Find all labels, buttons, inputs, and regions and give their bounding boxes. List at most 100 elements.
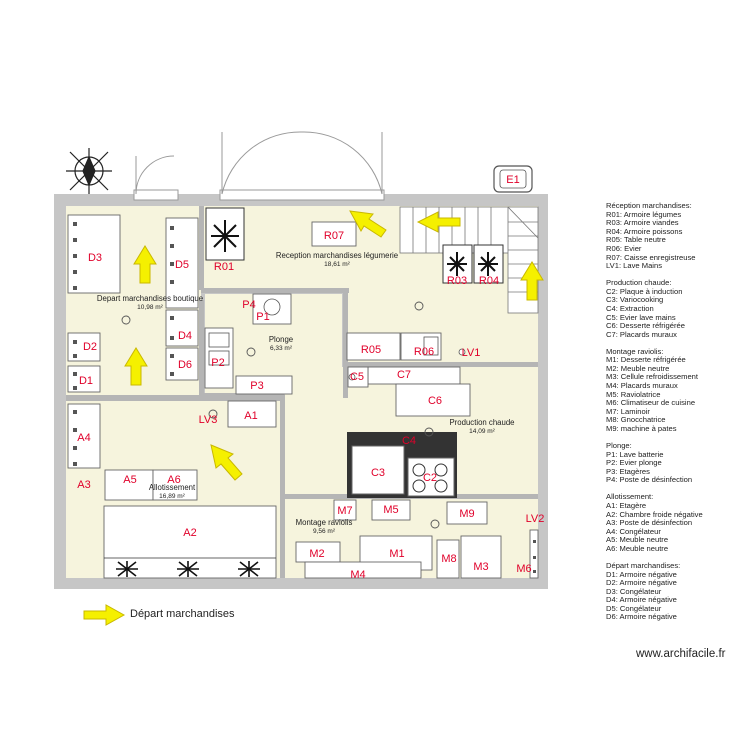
code-a5: A5 [123, 474, 136, 486]
legend-item: D5: Congélateur [606, 603, 662, 613]
legend-item: M6: Climatiseur de cuisine [606, 398, 696, 408]
code-d4: D4 [178, 330, 192, 342]
legend-item: D6: Armoire négative [606, 612, 677, 622]
code-m7: M7 [337, 505, 352, 517]
m8-box [436, 539, 460, 579]
a1-box [227, 400, 277, 428]
legend-item: R04: Armoire poissons [606, 226, 683, 236]
legend-item: M8: Gnocchatrice [606, 415, 666, 425]
code-lv2: LV2 [526, 513, 545, 525]
top-doors [133, 131, 385, 201]
legend-item: A3: Poste de désinfection [606, 518, 693, 528]
c4-extraction [347, 432, 457, 498]
a2-box [103, 505, 277, 579]
legend-item: C3: Variocooking [606, 295, 664, 305]
room-production-name: Production chaude [449, 418, 514, 427]
room-montage-name: Montage raviolis [296, 518, 353, 527]
legend-group: Montage raviolis:M1: Desserte réfrigérée… [606, 347, 746, 434]
arrow-up-2 [124, 347, 148, 386]
legend-item: A1: Etagère [606, 500, 647, 510]
room-depart-area: 10,98 m² [137, 304, 163, 311]
legend-item: C7: Placards muraux [606, 329, 677, 339]
room-plonge-name: Plonge [269, 335, 293, 344]
compass-icon [66, 148, 112, 194]
code-c4: C4 [402, 435, 416, 447]
code-d2: D2 [83, 341, 97, 353]
legend-group-title: Plonge: [606, 441, 632, 451]
m7-box [333, 499, 357, 521]
code-c2: C2 [423, 472, 437, 484]
legend-item: M7: Laminoir [606, 406, 650, 416]
legend-item: P3: Etagères [606, 466, 650, 476]
code-m9: M9 [459, 508, 474, 520]
key-label: Départ marchandises [130, 608, 235, 620]
room-allot-name: Allotissement [149, 483, 196, 492]
wall-plonge-top [201, 288, 349, 293]
legend-item: M4: Placards muraux [606, 381, 678, 391]
m9-box [446, 501, 488, 525]
legend-item: D1: Armoire négative [606, 569, 677, 579]
code-a1: A1 [244, 410, 257, 422]
legend-item: M2: Meuble neutre [606, 363, 670, 373]
code-p4: P4 [242, 299, 255, 311]
room-production-area: 14,09 m² [469, 428, 495, 435]
code-m1: M1 [389, 548, 404, 560]
legend-item: P1: Lave batterie [606, 449, 664, 459]
code-a6: A6 [167, 474, 180, 486]
legend-item: R05: Table neutre [606, 235, 666, 245]
legend-item: D4: Armoire négative [606, 595, 677, 605]
legend-group-title: Réception marchandises: [606, 201, 692, 210]
sink-icons [208, 298, 466, 381]
code-m5: M5 [383, 504, 398, 516]
code-r06: R06 [414, 346, 434, 358]
legend-item: R06: Evier [606, 243, 642, 253]
c7-box [367, 366, 461, 385]
code-r03: R03 [447, 275, 467, 287]
key-arrow-icon [83, 604, 126, 626]
room-montage-area: 9,56 m² [313, 528, 336, 535]
legend-item: M3: Cellule refroidissement [606, 372, 699, 382]
legend-item: P2: Evier plonge [606, 458, 662, 468]
code-lv3: LV3 [199, 414, 218, 426]
code-r01: R01 [214, 261, 234, 273]
departure-arrows [124, 210, 544, 481]
legend-item: D3: Congélateur [606, 586, 662, 596]
equipment-codes: R07 R01 R03 R04 R05 R06 LV1 P1 P2 P3 P4 … [77, 230, 544, 581]
watermark: www.archifacile.fr [636, 648, 726, 660]
code-e1: E1 [506, 174, 519, 186]
snowflake-icon [211, 220, 498, 276]
code-m4: M4 [350, 569, 365, 581]
legend-group-title: Départ marchandises: [606, 560, 681, 570]
code-c6: C6 [428, 395, 442, 407]
code-c7: C7 [397, 369, 411, 381]
code-r07: R07 [324, 230, 344, 242]
arrow-left-1 [416, 211, 461, 233]
legend-item: P4: Poste de désinfection [606, 475, 693, 485]
code-a3: A3 [77, 479, 90, 491]
m6-box [529, 529, 539, 579]
code-lv1: LV1 [462, 347, 481, 359]
room-reception-name: Reception marchandises légumerie [276, 251, 398, 260]
equipment-legend: Réception marchandises:R01: Armoire légu… [606, 201, 746, 630]
p3-box [235, 375, 293, 395]
r07-box [311, 221, 357, 247]
a4-box [67, 403, 101, 469]
a5-box [104, 469, 154, 501]
legend-item: R03: Armoire viandes [606, 218, 679, 228]
legend-group-title: Production chaude: [606, 278, 672, 288]
code-d6: D6 [178, 359, 192, 371]
legend-item: R07: Caisse enregistreuse [606, 252, 696, 262]
code-m3: M3 [473, 561, 488, 573]
code-m6: M6 [516, 563, 531, 575]
code-p1: P1 [256, 311, 269, 323]
equipment-e1: E1 [493, 165, 533, 193]
legend-group: Départ marchandises:D1: Armoire négative… [606, 560, 746, 622]
arrow-up-1 [133, 245, 157, 284]
legend-group: Réception marchandises:R01: Armoire légu… [606, 201, 746, 271]
legend-item: R01: Armoire légumes [606, 209, 682, 219]
fan-icon [104, 557, 276, 577]
room-reception-area: 18,61 m² [324, 261, 350, 268]
legend-item: C5: Evier lave mains [606, 312, 676, 322]
